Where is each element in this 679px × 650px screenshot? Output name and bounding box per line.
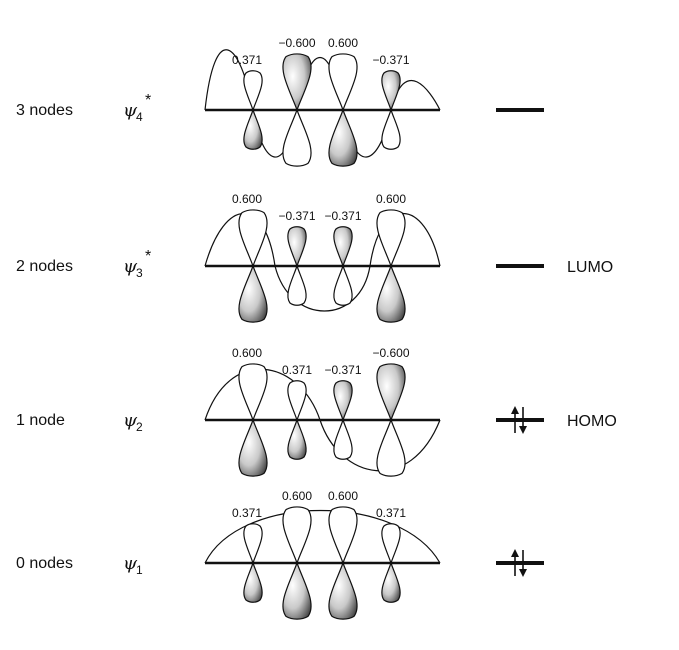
psi-symbol: ψ [123,100,138,121]
coefficient-label: 0.600 [328,489,358,503]
p-lobe-top [376,363,406,422]
spin-down-arrowhead [519,569,527,577]
p-lobe-top [328,506,358,565]
spin-up-arrowhead [511,406,519,414]
p-lobe-top [287,380,307,422]
coefficient-label: −0.600 [278,36,315,50]
coefficient-label: −0.600 [372,346,409,360]
coefficient-label: 0.600 [232,346,262,360]
coefficient-label: −0.371 [278,209,315,223]
p-lobe-top [243,523,263,565]
p-lobe-top [243,70,263,112]
p-lobe-top [328,53,358,112]
p-lobe-bottom [243,108,263,150]
orbital-row-psi1: 0 nodes ψ1 0.371 0.600 0.600 0.371 [16,489,544,620]
spin-up-arrowhead [511,549,519,557]
nodes-label: 2 nodes [16,258,73,275]
frontier-orbital-label: HOMO [567,413,617,430]
p-lobe-bottom [376,418,406,477]
p-lobe-bottom [282,108,312,167]
p-lobe-top [238,209,268,268]
psi-symbol: ψ [123,256,138,277]
coefficient-label: 0.600 [232,192,262,206]
p-lobe-top [333,380,353,422]
psi-subscript: 2 [136,420,143,434]
p-lobe-bottom [381,108,401,150]
antibonding-star: * [145,248,151,265]
spin-down-arrowhead [519,426,527,434]
p-lobe-top [282,506,312,565]
p-lobe-bottom [287,418,307,460]
coefficient-label: 0.371 [232,506,262,520]
coefficient-label: −0.371 [324,363,361,377]
p-lobe-top [381,523,401,565]
wave-envelope [204,509,441,564]
psi-subscript: 4 [136,110,143,124]
p-lobe-bottom [238,418,268,477]
p-lobe-top [282,53,312,112]
p-lobe-bottom [328,108,358,167]
coefficient-label: 0.600 [328,36,358,50]
electron-pair-arrows [511,549,527,577]
coefficient-label: −0.371 [372,53,409,67]
frontier-orbital-label: LUMO [567,259,613,276]
coefficient-label: −0.371 [324,209,361,223]
nodes-label: 3 nodes [16,102,73,119]
coefficient-label: 0.600 [282,489,312,503]
nodes-label: 0 nodes [16,555,73,572]
p-lobe-top [333,226,353,268]
p-lobe-top [287,226,307,268]
antibonding-star: * [145,92,151,109]
psi-subscript: 3 [136,266,143,280]
p-lobe-bottom [282,561,312,620]
p-lobe-bottom [376,264,406,323]
coefficient-label: 0.371 [376,506,406,520]
p-lobe-bottom [333,264,353,306]
p-lobe-top [376,209,406,268]
p-lobe-bottom [238,264,268,323]
psi-symbol: ψ [123,410,138,431]
orbital-row-psi4: 3 nodes ψ4* 0.371 −0.600 0.600 −0.371 [16,36,544,167]
psi-subscript: 1 [136,563,143,577]
nodes-label: 1 node [16,412,65,429]
p-lobe-bottom [333,418,353,460]
psi-symbol: ψ [123,553,138,574]
p-lobe-bottom [243,561,263,603]
p-lobe-bottom [381,561,401,603]
coefficient-label: 0.371 [282,363,312,377]
p-lobe-bottom [328,561,358,620]
electron-pair-arrows [511,406,527,434]
coefficient-label: 0.371 [232,53,262,67]
p-lobe-top [238,363,268,422]
p-lobe-bottom [287,264,307,306]
coefficient-label: 0.600 [376,192,406,206]
p-lobe-top [381,70,401,112]
